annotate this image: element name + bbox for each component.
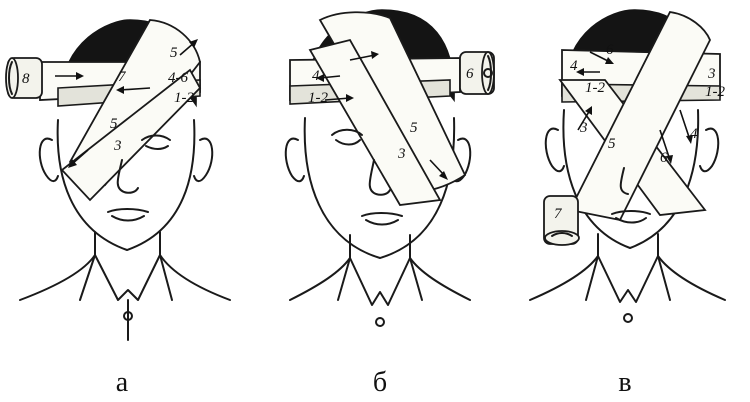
- label-turn-1-2: 1-2: [308, 90, 328, 106]
- figure-c-binocular-bandage-both-eyes: 7 6 4 1-2 3 1-2 3 5 4 6: [500, 0, 750, 345]
- label-turn-4-6: 4-6: [168, 70, 188, 86]
- label-turn-1-2-left: 1-2: [585, 80, 605, 96]
- label-turn-3: 3: [113, 138, 122, 154]
- label-turn-5-top: 5: [170, 45, 178, 61]
- shirt-button: [376, 318, 384, 326]
- figure-c-drawing: 7 6 4 1-2 3 1-2 3 5 4 6: [500, 0, 750, 345]
- label-roll: 8: [22, 71, 30, 87]
- label-turn-6-top: 6: [606, 42, 614, 58]
- figure-a-drawing: 8 5 7 4-6 1-2 5 3: [0, 0, 250, 345]
- label-turn-3-right: 3: [707, 66, 716, 82]
- caption-b: б: [360, 368, 400, 398]
- label-turn-5: 5: [608, 136, 616, 152]
- label-turn-6: 6: [660, 150, 668, 166]
- label-turn-4: 4: [312, 68, 320, 84]
- label-turn-5: 5: [110, 116, 118, 132]
- caption-a: а: [102, 368, 142, 398]
- figure-b-drawing: 6 4 1-2 5 3: [250, 0, 500, 345]
- shirt-button: [624, 314, 632, 322]
- label-turn-4-left: 4: [570, 58, 578, 74]
- label-turn-1-2-right: 1-2: [705, 84, 725, 100]
- figure-b-monocular-bandage-left-eye: 6 4 1-2 5 3: [250, 0, 500, 345]
- figure-a-monocular-bandage-right-eye: 8 5 7 4-6 1-2 5 3: [0, 0, 250, 345]
- bandage-roll-icon: [544, 196, 579, 245]
- label-roll: 6: [466, 66, 474, 82]
- label-turn-3: 3: [397, 146, 406, 162]
- label-turn-4-right: 4: [690, 126, 698, 142]
- label-turn-3: 3: [579, 120, 588, 136]
- caption-c: в: [605, 368, 645, 398]
- label-turn-5: 5: [410, 120, 418, 136]
- label-turn-1-2: 1-2: [174, 90, 194, 106]
